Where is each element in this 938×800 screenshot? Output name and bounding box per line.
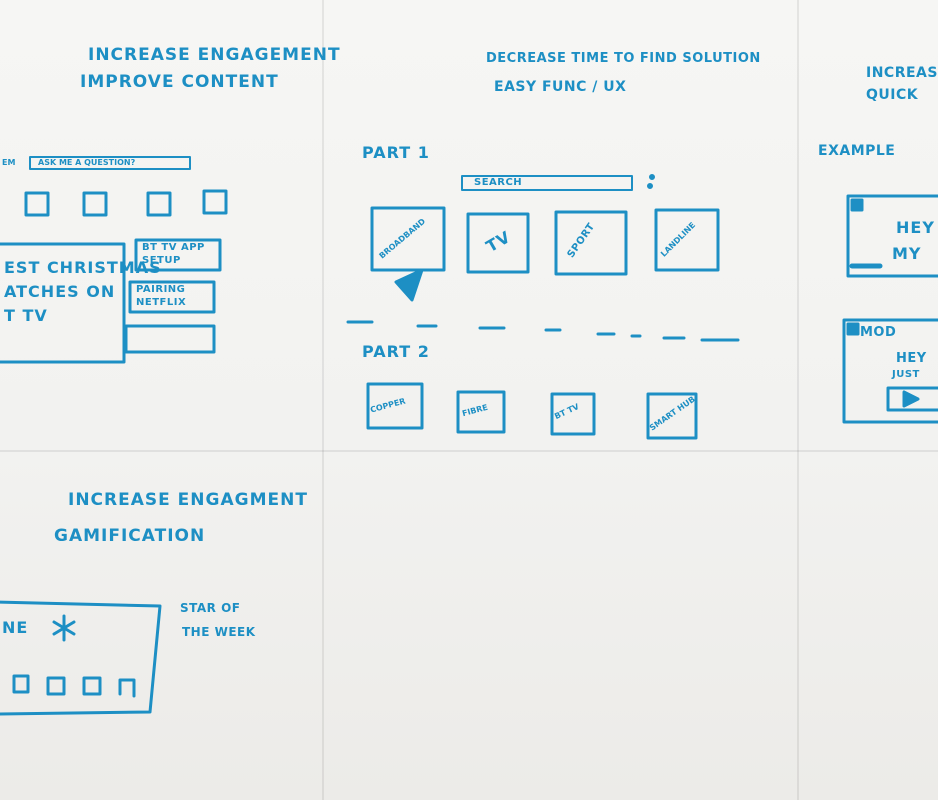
tl-thumb-4	[202, 189, 228, 215]
tm-colon-dot-1	[649, 174, 655, 180]
tl-hero-line-1: est Christmas	[4, 258, 162, 277]
tr-card-2-line-2: Just	[892, 369, 920, 380]
tr-card-2-tag: Mod	[860, 325, 897, 340]
tl-side-card-2	[128, 280, 216, 314]
star-icon	[52, 614, 76, 642]
tl-side-card-2-line-1: Pairing	[136, 284, 186, 295]
tl-side-card-1-line-2: Setup	[142, 255, 181, 266]
tr-video-frame	[886, 386, 938, 412]
tr-card-2	[842, 318, 938, 424]
tm-tile-smarthub	[646, 392, 698, 440]
bl-box-4	[118, 678, 136, 698]
tm-tile-broadband	[370, 206, 446, 272]
tl-thumb-3	[146, 191, 172, 217]
tl-side-card-1-line-1: BT TV App	[142, 242, 205, 253]
tr-card-1	[846, 194, 938, 278]
tl-search-box	[29, 156, 191, 170]
tl-hero-line-3: T TV	[4, 306, 48, 325]
tr-card-1-line-2: My	[892, 244, 922, 263]
tm-heading-1: Decrease time to find solution	[486, 51, 761, 66]
tr-example-label: Example	[818, 143, 896, 159]
bl-note-line-2: the week	[182, 625, 256, 639]
bl-box-2	[46, 676, 66, 696]
tm-dashed-divider	[346, 320, 740, 342]
tr-heading-1: Increas	[866, 65, 938, 81]
tl-search-prefix: em	[2, 158, 16, 167]
tm-tile-bttv	[550, 392, 596, 436]
tl-side-card-1	[134, 238, 222, 272]
tm-part-2-label: Part 2	[362, 342, 430, 361]
bl-note-line-1: Star of	[180, 601, 241, 615]
bl-heading-2: Gamification	[54, 526, 206, 546]
tl-hero-panel	[0, 242, 126, 364]
tl-search-text: Ask me a question?	[38, 158, 136, 167]
tl-side-card-3	[124, 324, 216, 354]
fold-line-horizontal	[0, 450, 938, 452]
bl-heading-1: Increase Engagment	[68, 490, 308, 510]
tr-card-2-avatar	[846, 322, 860, 336]
play-icon	[902, 390, 920, 408]
bl-box-1	[12, 674, 30, 694]
tm-search-text: Search	[474, 177, 523, 188]
tr-heading-2: Quick	[866, 87, 919, 103]
fold-line-vertical-2	[797, 0, 799, 800]
bl-box-3	[82, 676, 102, 696]
tm-part-1-label: Part 1	[362, 143, 430, 162]
cursor-pointer-icon	[394, 268, 424, 302]
tm-heading-2: Easy Func / UX	[494, 79, 627, 95]
tm-colon-dot-2	[647, 183, 653, 189]
tm-tile-landline	[654, 208, 720, 272]
tm-tile-copper	[366, 382, 424, 430]
tr-card-2-line-1: Hey	[896, 351, 927, 366]
tl-hero-line-2: atches on	[4, 282, 116, 301]
bl-board	[0, 600, 162, 716]
fold-line-vertical-1	[322, 0, 324, 800]
tl-thumb-2	[82, 191, 108, 217]
bl-board-label: ne	[2, 618, 29, 637]
tl-heading-2: Improve Content	[80, 72, 279, 92]
tm-tile-tv	[466, 212, 530, 274]
tm-search-box	[461, 175, 633, 191]
tm-tile-fibre	[456, 390, 506, 434]
tl-heading-1: Increase Engagement	[88, 45, 341, 65]
tl-side-card-2-line-2: Netflix	[136, 297, 187, 308]
tm-tile-sport	[554, 210, 628, 276]
tr-card-1-avatar	[850, 198, 864, 212]
tl-thumb-1	[24, 191, 50, 217]
tr-card-1-line-1: Hey	[896, 218, 935, 237]
